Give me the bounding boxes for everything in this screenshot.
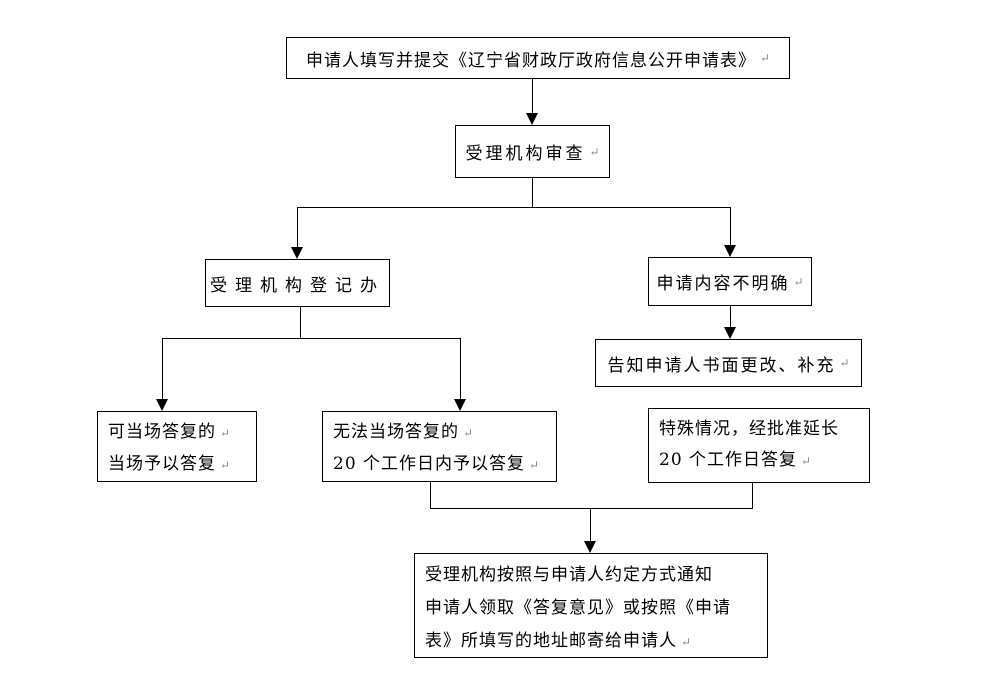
connector-merge-bar <box>430 508 753 509</box>
paragraph-return-icon: ↵ <box>220 426 231 440</box>
flow-box-notify-amend-supplement: 告知申请人书面更改、补充↵ <box>595 339 862 387</box>
flow-box-text-line: 20 个工作日内予以答复↵ <box>333 454 540 474</box>
flow-box-acceptance-review: 受理机构审查↵ <box>455 125 610 178</box>
connector-to-registration <box>297 207 298 249</box>
paragraph-return-icon: ↵ <box>220 458 231 472</box>
flow-box-submit-application-form: 申请人填写并提交《辽宁省财政厅政府信息公开申请表》↵ <box>286 37 790 79</box>
flow-box-text-line: 无法当场答复的↵ <box>333 422 474 442</box>
flow-box-text: 申请人填写并提交《辽宁省财政厅政府信息公开申请表》 <box>305 50 756 71</box>
paragraph-return-icon: ↵ <box>839 356 850 370</box>
flow-box-notify-and-deliver-reply: 受理机构按照与申请人约定方式通知 申请人领取《答复意见》或按照《申请 表》所填写… <box>414 553 768 658</box>
paragraph-return-icon: ↵ <box>463 426 474 440</box>
paragraph-return-icon: ↵ <box>529 458 540 472</box>
arrowhead-down-icon <box>724 327 736 339</box>
flow-box-text: 告知申请人书面更改、补充 <box>607 355 836 376</box>
flow-box-reply-within-20-workdays: 无法当场答复的↵ 20 个工作日内予以答复↵ <box>322 411 557 482</box>
connector-top-to-review <box>532 79 533 115</box>
flow-box-text-line: 20 个工作日答复↵ <box>659 450 812 470</box>
flow-box-content-unclear: 申请内容不明确↵ <box>648 257 812 306</box>
arrowhead-down-icon <box>526 113 538 125</box>
flow-box-onsite-reply: 可当场答复的↵ 当场予以答复↵ <box>97 411 257 482</box>
arrowhead-down-icon <box>724 245 736 257</box>
paragraph-return-icon: ↵ <box>801 454 812 468</box>
connector-review-stub <box>532 178 533 208</box>
connector-branch-bar-left <box>162 338 460 339</box>
flow-box-text-line: 受理机构按照与申请人约定方式通知 <box>425 565 713 585</box>
flow-box-registration-office: 受理机构登记办 <box>205 259 390 307</box>
flow-box-text-line: 特殊情况，经批准延长 <box>659 419 839 439</box>
paragraph-return-icon: ↵ <box>759 51 771 65</box>
flow-box-text-line: 表》所填写的地址邮寄给申请人↵ <box>425 631 692 651</box>
flow-box-text-line: 当场予以答复↵ <box>108 454 231 474</box>
flow-box-text-line: 可当场答复的↵ <box>108 422 231 442</box>
connector-unclear-to-notify <box>730 306 731 328</box>
arrowhead-down-icon <box>454 399 466 411</box>
flow-box-special-extension: 特殊情况，经批准延长 20 个工作日答复↵ <box>648 408 870 483</box>
paragraph-return-icon: ↵ <box>793 274 804 289</box>
paragraph-return-icon: ↵ <box>681 635 692 649</box>
arrowhead-down-icon <box>291 247 303 259</box>
connector-special-stub <box>752 483 753 509</box>
connector-to-unclear <box>730 207 731 246</box>
connector-to-final-box <box>590 508 591 542</box>
flow-box-text: 受理机构登记办 <box>210 275 385 296</box>
connector-branch-bar-top <box>297 207 731 208</box>
flow-box-text-line: 申请人领取《答复意见》或按照《申请 <box>425 598 731 618</box>
connector-to-onsite-reply <box>162 338 163 400</box>
connector-registration-stub <box>300 307 301 339</box>
connector-to-20day-reply <box>460 338 461 400</box>
arrowhead-down-icon <box>156 399 168 411</box>
paragraph-return-icon: ↵ <box>589 144 600 159</box>
flow-box-text: 申请内容不明确 <box>656 274 790 294</box>
connector-20day-stub <box>430 482 431 509</box>
flow-box-text: 受理机构审查 <box>465 144 586 164</box>
arrowhead-down-icon <box>584 541 596 553</box>
